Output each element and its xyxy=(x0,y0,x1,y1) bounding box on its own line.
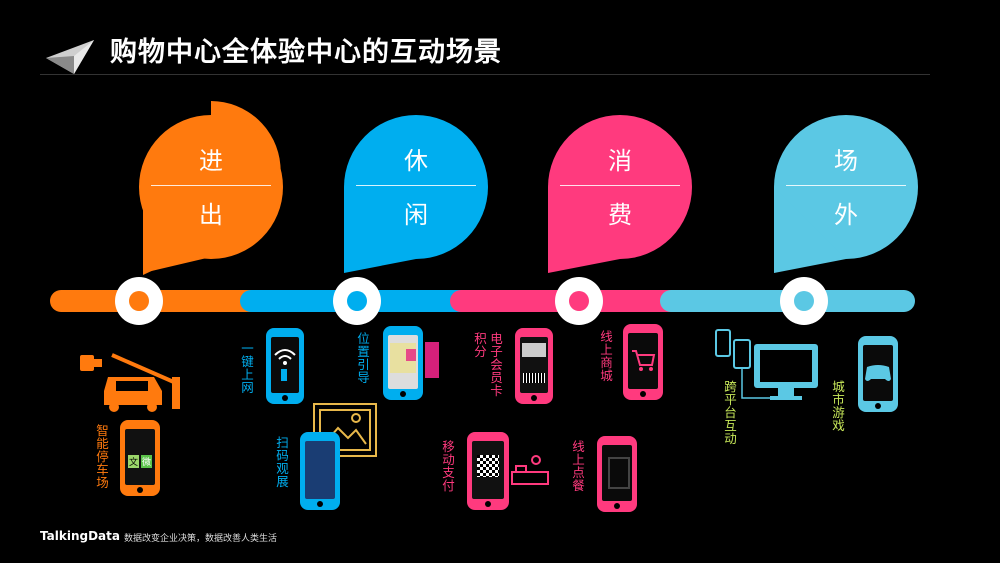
guide-phone-icon xyxy=(383,326,423,400)
map-pin-icon xyxy=(425,342,439,378)
feature-label-online-order: 线上点餐 xyxy=(572,439,585,493)
feature-label-online-mall: 线上商城 xyxy=(600,329,613,383)
order-phone-icon xyxy=(597,436,637,512)
gamepad-icon xyxy=(865,365,891,381)
stage-top-label: 消 xyxy=(608,147,632,175)
footer-brand-logo: TalkingData xyxy=(40,529,120,543)
parking-phone-icon: 文 微 xyxy=(120,420,160,496)
footer-slogan: 数据改变企业决策，数据改善人类生活 xyxy=(124,534,278,544)
stage-divider xyxy=(356,185,476,186)
timeline-node-entry xyxy=(115,277,163,325)
feature-label-parking: 智能停车场 xyxy=(96,423,109,490)
scan-phone-icon xyxy=(300,432,340,510)
qr-code-icon xyxy=(477,455,499,477)
stage-top-label: 场 xyxy=(834,147,858,175)
stage-bubble-consume: 消 费 xyxy=(546,97,694,275)
multi-screen-icon xyxy=(715,329,818,400)
stage-divider xyxy=(151,185,271,186)
stage-bottom-label: 费 xyxy=(608,201,632,229)
feature-label-member-card: 电子会员卡 xyxy=(490,331,503,398)
shopping-cart-icon xyxy=(632,350,656,371)
pay-phone-icon xyxy=(467,432,509,510)
feature-label-cross-platform: 跨平台互动 xyxy=(724,379,737,446)
parking-barrier-icon xyxy=(80,353,180,412)
wechat-icon: 微 xyxy=(141,455,153,468)
feature-label-points: 积分 xyxy=(474,331,487,359)
feature-label-guide: 位置引导 xyxy=(357,331,370,385)
timeline-node-outside xyxy=(780,277,828,325)
stage-bubble-leisure: 休 闲 xyxy=(342,97,490,275)
stage-bottom-label: 闲 xyxy=(404,201,428,229)
game-phone-icon xyxy=(858,336,898,412)
stage-divider xyxy=(786,185,906,186)
brand-logo-icon xyxy=(46,40,94,74)
wifi-icon xyxy=(274,349,296,381)
stage-divider xyxy=(560,185,680,186)
member-card-phone-icon xyxy=(515,328,553,404)
feature-label-wifi: 一键上网 xyxy=(241,341,254,395)
wenku-icon: 文 xyxy=(128,455,140,468)
title-divider xyxy=(40,74,930,75)
stage-bubble-entry: 进 出 xyxy=(137,97,285,275)
stage-bottom-label: 外 xyxy=(834,201,858,229)
menu-icon xyxy=(608,457,630,489)
timeline-node-leisure xyxy=(333,277,381,325)
stage-top-label: 进 xyxy=(199,147,223,175)
feature-label-scan-view: 扫码观展 xyxy=(276,435,289,489)
page-title: 购物中心全体验中心的互动场景 xyxy=(110,37,502,68)
wifi-phone-icon xyxy=(266,328,304,404)
cashier-icon xyxy=(511,455,549,485)
feature-label-mobile-pay: 移动支付 xyxy=(442,439,455,493)
stage-bubble-outside: 场 外 xyxy=(772,97,920,275)
mall-phone-icon xyxy=(623,324,663,400)
stage-top-label: 休 xyxy=(404,147,428,175)
stage-bottom-label: 出 xyxy=(199,201,223,229)
timeline-node-consume xyxy=(555,277,603,325)
feature-label-city-game: 城市游戏 xyxy=(832,379,845,433)
